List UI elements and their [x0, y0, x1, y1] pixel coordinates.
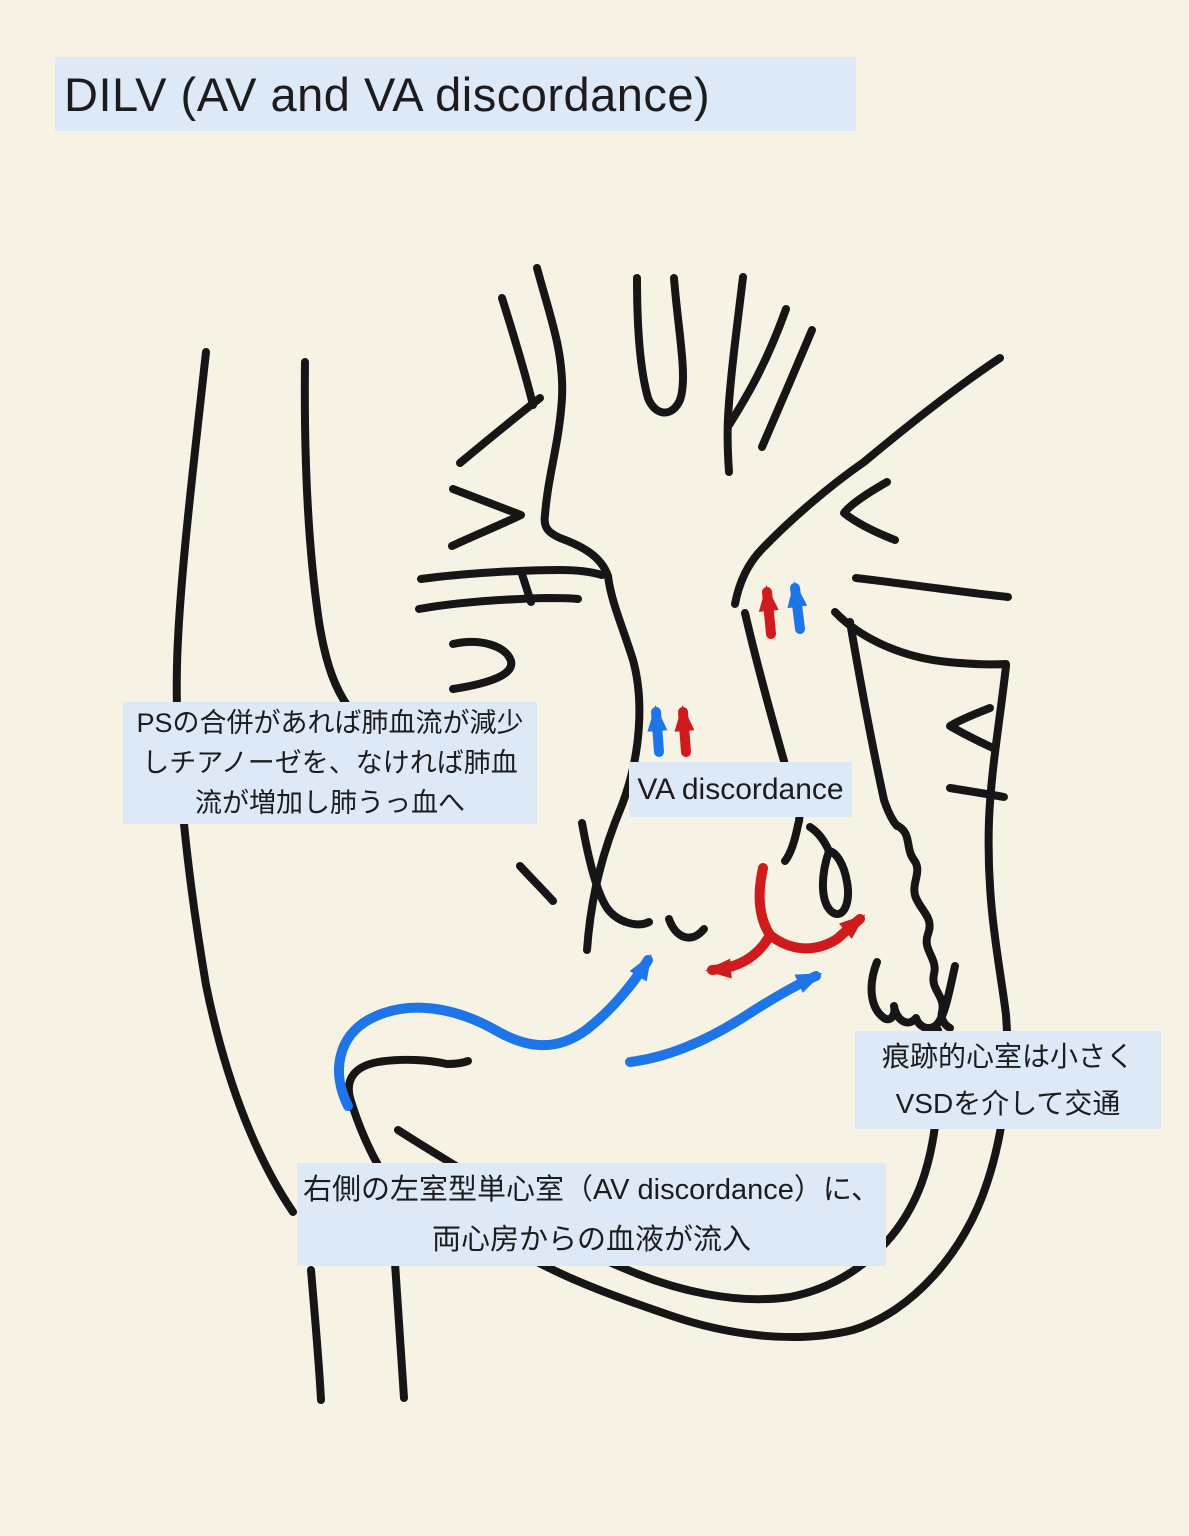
- septum-squiggle: [894, 822, 954, 1032]
- flow-arrows: [334, 581, 866, 1111]
- pulmonary-trunk-right-edge: [758, 326, 816, 451]
- heart-outer-border: [456, 662, 1012, 1341]
- vsd-squiggle: [867, 958, 959, 1032]
- left-side-pulmonary-vessels: [415, 394, 606, 693]
- rudimentary-ventricle-note: 痕跡的心室は小さく VSDを介して交通: [855, 1031, 1161, 1129]
- arch-branch1-outer-line: [498, 294, 537, 409]
- inflow-note-line1: 右側の左室型単心室（AV discordance）に、: [302, 1173, 881, 1206]
- valve-hook-left: [578, 819, 653, 929]
- aorta-flow-red-arrow: [674, 705, 695, 757]
- rudimentary-note-line2: VSDを介して交通: [895, 1088, 1121, 1119]
- pulmonary-artery-lower-left-edge: [741, 609, 804, 865]
- rudimentary-note-line1: 痕跡的心室は小さく: [881, 1041, 1134, 1072]
- left-vein-diagonal: [456, 394, 544, 467]
- right-vein-line: [946, 784, 1008, 801]
- page-title: DILV (AV and VA discordance): [55, 57, 856, 131]
- ivc-junction-descender: [346, 1094, 386, 1176]
- aorta-flow-blue-arrow: [647, 705, 668, 757]
- left-vein-hook: [449, 638, 516, 693]
- aorta-right-edge-upper: [723, 273, 747, 476]
- arch-branch-gap-u1: [633, 274, 687, 417]
- atrium-roof-curve: [831, 608, 1010, 669]
- vsd-flow-left-arrow: [705, 863, 775, 979]
- pulmonary-artery-long-edge: [731, 354, 1004, 608]
- va-discordance-label: VA discordance: [629, 762, 852, 817]
- ivc-junction-arc: [344, 1055, 472, 1102]
- vsd-flow-right-arrow: [765, 914, 866, 954]
- svc-inner-line: [300, 358, 377, 756]
- pulmonary-venous-inflow-arrow: [625, 971, 823, 1067]
- systemic-venous-inflow-arrow: [334, 954, 653, 1111]
- pulmonary-branch-chevron: [840, 478, 899, 544]
- aorta-left-edge: [533, 264, 644, 954]
- ventricles: [456, 662, 1012, 1341]
- inflow-note: 右側の左室型単心室（AV discordance）に、 両心房からの血液が流入: [297, 1163, 886, 1266]
- pulmonary-flow-red-arrow: [758, 585, 779, 639]
- ps-note-line3: 流が増加し肺うっ血へ: [195, 788, 465, 818]
- ps-note-line2: しチアノーゼを、なければ肺血: [142, 748, 518, 778]
- valve-hook-middle: [665, 915, 708, 942]
- pulmonary-trunk-left-edge: [725, 305, 790, 429]
- ps-note: PSの合併があれば肺血流が減少 しチアノーゼを、なければ肺血 流が増加し肺うっ血…: [123, 702, 537, 824]
- ivc-junction-brace1: [394, 1126, 460, 1170]
- atrium-septal-line: [846, 618, 901, 830]
- ivc-left-wall: [307, 1266, 325, 1404]
- right-pulmonary-artery-line-lower: [415, 594, 582, 613]
- right-pulmonary-artery-line-upper: [417, 566, 606, 583]
- left-vein-chevron: [448, 485, 525, 550]
- atria-and-right-veins: [831, 574, 1012, 830]
- right-pulmonary-artery-tick: [517, 567, 535, 606]
- va-discordance-text: VA discordance: [637, 772, 844, 806]
- right-vein-horizontal: [852, 574, 1012, 601]
- right-vein-chevron: [946, 704, 997, 752]
- pulmonary-flow-blue-arrow: [787, 581, 808, 634]
- pulmonary-valve-loop: [806, 823, 852, 918]
- page-title-text: DILV (AV and VA discordance): [64, 67, 711, 121]
- inflow-note-line2: 両心房からの血液が流入: [431, 1223, 751, 1256]
- ps-note-line1: PSの合併があれば肺血流が減少: [136, 708, 524, 738]
- av-valve-leaflets: [516, 819, 852, 942]
- valve-short-diagonal: [516, 862, 557, 905]
- great-vessels-arch: [498, 264, 1004, 954]
